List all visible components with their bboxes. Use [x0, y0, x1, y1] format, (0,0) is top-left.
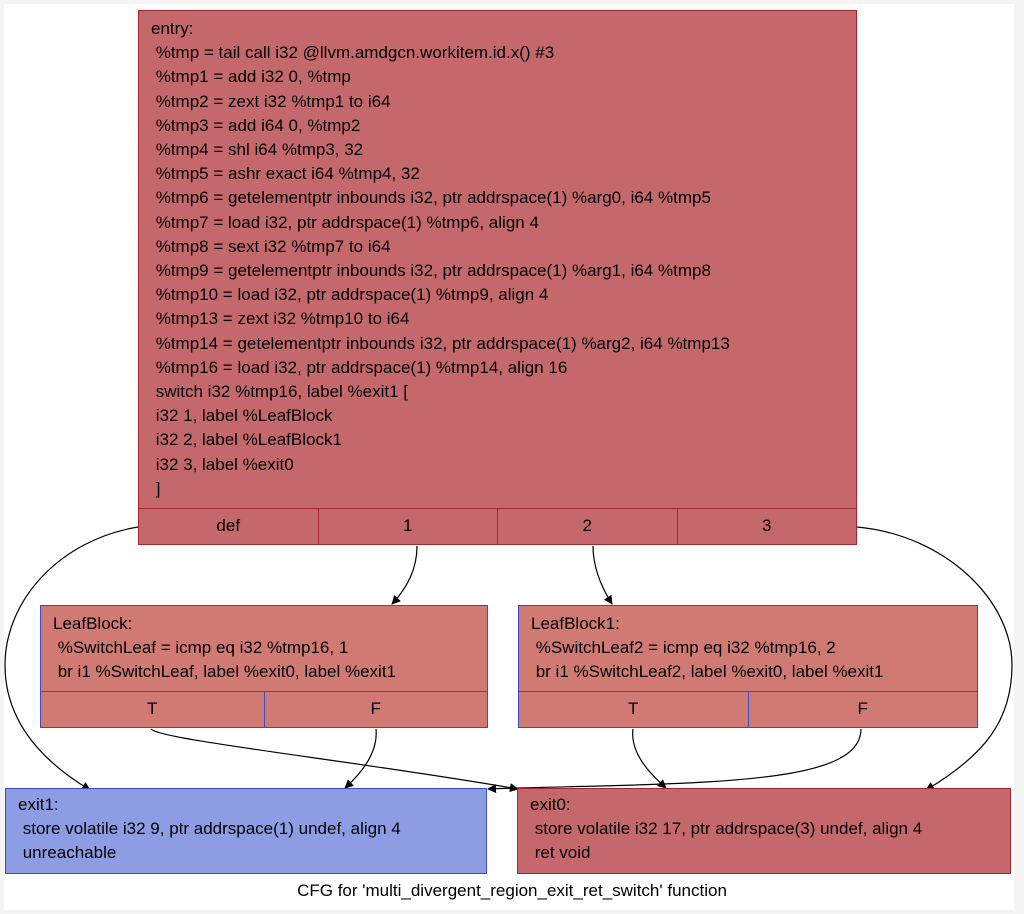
entry-code-line: i32 3, label %exit0: [151, 454, 294, 474]
entry-port-2[interactable]: 2: [497, 509, 677, 544]
leaf1-code-line: LeafBlock1:: [531, 614, 620, 633]
exit1-code-line: store volatile i32 9, ptr addrspace(1) u…: [18, 819, 401, 839]
leaf0-port-f[interactable]: F: [263, 692, 488, 727]
block-entry[interactable]: entry: %tmp = tail call i32 @llvm.amdgcn…: [138, 10, 857, 545]
entry-code-line: %tmp16 = load i32, ptr addrspace(1) %tmp…: [151, 357, 568, 377]
edge-entry-3-exit0: [856, 526, 1013, 791]
leaf0-port-t[interactable]: T: [147, 699, 158, 718]
leaf1-port-f[interactable]: F: [747, 692, 978, 727]
entry-port-def[interactable]: def: [216, 516, 241, 535]
entry-code-line: %tmp14 = getelementptr inbounds i32, ptr…: [151, 333, 730, 353]
exit1-code-line: exit1:: [18, 795, 59, 814]
exit1-code-line: unreachable: [18, 843, 117, 863]
block-exit0[interactable]: exit0: store volatile i32 17, ptr addrsp…: [517, 788, 1011, 874]
block-exit1-code: exit1: store volatile i32 9, ptr addrspa…: [6, 789, 486, 866]
leaf1-code-line: %SwitchLeaf2 = icmp eq i32 %tmp16, 2: [531, 638, 836, 658]
entry-port-1[interactable]: 1: [317, 509, 498, 544]
entry-code-line: %tmp2 = zext i32 %tmp1 to i64: [151, 91, 391, 111]
entry-code-line: %tmp3 = add i64 0, %tmp2: [151, 115, 361, 135]
entry-port-3[interactable]: 3: [676, 509, 857, 544]
leaf1-code-line: br i1 %SwitchLeaf2, label %exit0, label …: [531, 662, 884, 682]
entry-code-line: %tmp = tail call i32 @llvm.amdgcn.workit…: [151, 43, 555, 63]
edge-entry-1-leafblock: [391, 545, 418, 605]
block-leafblock1[interactable]: LeafBlock1: %SwitchLeaf2 = icmp eq i32 %…: [518, 605, 978, 728]
block-exit0-code: exit0: store volatile i32 17, ptr addrsp…: [518, 789, 1010, 866]
block-entry-code: entry: %tmp = tail call i32 @llvm.amdgcn…: [139, 11, 856, 501]
diagram-caption: CFG for 'multi_divergent_region_exit_ret…: [297, 881, 727, 900]
entry-code-line: entry:: [151, 19, 194, 38]
leaf0-code-line: LeafBlock:: [53, 614, 133, 633]
edge-leafblock-f-exit1: [344, 728, 377, 789]
entry-code-line: %tmp9 = getelementptr inbounds i32, ptr …: [151, 261, 711, 281]
exit0-code-line: store volatile i32 17, ptr addrspace(3) …: [530, 819, 923, 839]
entry-code-line: %tmp8 = sext i32 %tmp7 to i64: [151, 236, 391, 256]
edge-leafblock1-f-exit1: [487, 728, 862, 794]
exit0-code-line: exit0:: [530, 795, 571, 814]
entry-code-line: %tmp10 = load i32, ptr addrspace(1) %tmp…: [151, 285, 549, 305]
entry-code-line: %tmp4 = shl i64 %tmp3, 32: [151, 140, 364, 160]
exit0-code-line: ret void: [530, 843, 591, 863]
entry-code-line: i32 2, label %LeafBlock1: [151, 430, 342, 450]
entry-code-line: ]: [151, 478, 161, 498]
edge-leafblock1-t-exit0: [632, 728, 667, 789]
block-leafblock-code: LeafBlock: %SwitchLeaf = icmp eq i32 %tm…: [41, 606, 487, 685]
block-exit1[interactable]: exit1: store volatile i32 9, ptr addrspa…: [5, 788, 487, 874]
leaf0-code-line: %SwitchLeaf = icmp eq i32 %tmp16, 1: [53, 638, 349, 658]
block-leafblock[interactable]: LeafBlock: %SwitchLeaf = icmp eq i32 %tm…: [40, 605, 488, 728]
edge-leafblock-t-exit0: [150, 728, 519, 793]
block-leafblock1-code: LeafBlock1: %SwitchLeaf2 = icmp eq i32 %…: [519, 606, 977, 685]
entry-code-line: i32 1, label %LeafBlock: [151, 406, 333, 426]
entry-code-line: %tmp5 = ashr exact i64 %tmp4, 32: [151, 164, 420, 184]
entry-code-line: %tmp6 = getelementptr inbounds i32, ptr …: [151, 188, 711, 208]
leaf1-port-t[interactable]: T: [628, 699, 639, 718]
leaf0-code-line: br i1 %SwitchLeaf, label %exit0, label %…: [53, 662, 397, 682]
entry-code-line: %tmp7 = load i32, ptr addrspace(1) %tmp6…: [151, 212, 539, 232]
entry-code-line: switch i32 %tmp16, label %exit1 [: [151, 382, 409, 402]
entry-code-line: %tmp13 = zext i32 %tmp10 to i64: [151, 309, 410, 329]
edge-entry-def-exit1: [4, 526, 139, 791]
edge-entry-2-leafblock1: [592, 545, 613, 605]
entry-code-line: %tmp1 = add i32 0, %tmp: [151, 67, 351, 87]
